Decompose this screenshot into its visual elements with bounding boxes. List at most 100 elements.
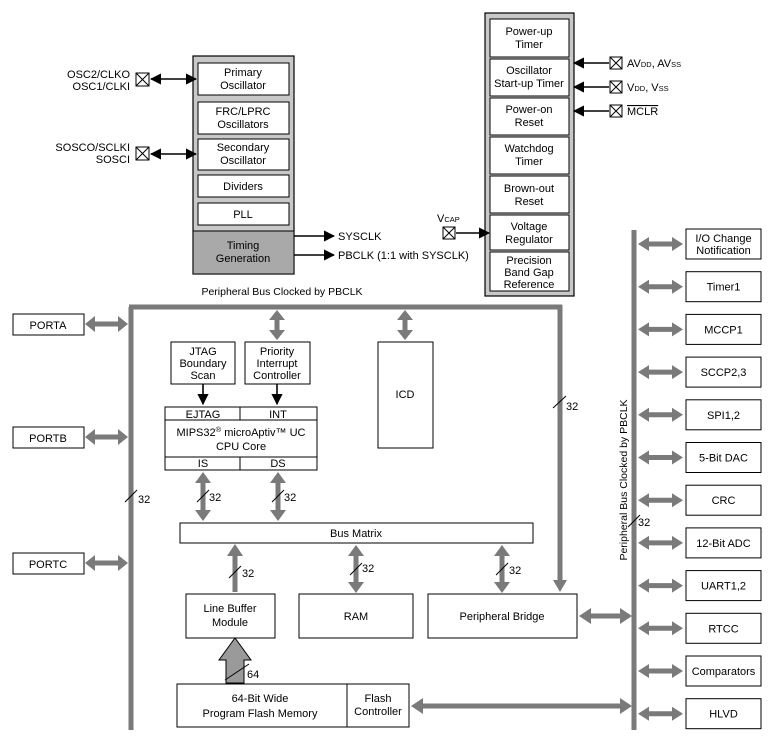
peripheral-box [685, 698, 762, 730]
flash-64bit-arrow [218, 637, 252, 684]
wdt-label-2: Timer [515, 156, 543, 168]
peripheral-label: SCCP2,3 [701, 367, 747, 379]
avdd-pin-icon [609, 56, 623, 70]
line-buffer-block: 32 Line Buffer Module [185, 544, 276, 639]
cpu-core-block: EJTAG INT MIPS32® microAptiv™ UC CPU Cor… [164, 406, 318, 471]
peripheral-box [685, 228, 762, 260]
interrupt-controller-block: Priority Interrupt Controller [244, 310, 311, 406]
secondary-oscillator-label-2: Oscillator [220, 155, 266, 167]
osc1-pin-label: OSC1/CLKI [73, 81, 130, 93]
pic-label: Priority [260, 346, 295, 358]
sosci-pin-label: SOSCI [96, 154, 130, 166]
peripheral-block: Timer1 [638, 271, 762, 303]
peripheral-box [685, 356, 762, 388]
primary-oscillator-label: Primary [224, 67, 262, 79]
peripheral-label: 12-Bit ADC [696, 538, 750, 550]
voltage-regulator-label-2: Regulator [505, 234, 553, 246]
peripheral-label: UART1,2 [701, 581, 746, 593]
line-buffer-label: Line Buffer [203, 603, 256, 615]
int-label: INT [269, 409, 287, 421]
peripheral-label: I/O Change [695, 233, 751, 245]
avdd-avss-label: AVDD, AVSS [627, 58, 681, 70]
bandgap-box [489, 251, 570, 292]
pic-label-2: Interrupt [257, 358, 298, 370]
por-label-2: Reset [515, 117, 544, 129]
osc2-pin-label: OSC2/CLKO [67, 69, 130, 81]
peripheral-box [685, 484, 762, 516]
peripheral-block: HLVD [638, 698, 762, 730]
peripheral-block: SPI1,2 [638, 399, 762, 431]
ram-width-label: 32 [362, 563, 374, 575]
line-buffer-label-2: Module [212, 617, 248, 629]
peripheral-block: Comparators [638, 655, 762, 687]
peripheral-block: 12-Bit ADC [638, 527, 762, 559]
peripheral-label: Comparators [692, 666, 756, 678]
osc-pin-icon [135, 72, 150, 87]
flash-label: 64-Bit Wide [232, 693, 289, 705]
peripheral-block: UART1,2 [638, 570, 762, 602]
bus-width-label: 32 [138, 494, 150, 506]
is-label: IS [198, 458, 208, 470]
pll-label: PLL [233, 209, 253, 221]
port-b-label: PORTB [29, 433, 67, 445]
peripheral-block: RTCC [638, 612, 762, 644]
flash-controller-label: Flash [365, 693, 392, 705]
bandgap-label: Precision [506, 255, 551, 267]
ost-label-2: Start-up Timer [494, 78, 564, 90]
wdt-box [489, 136, 570, 175]
secondary-oscillator-label: Secondary [217, 142, 270, 154]
sosco-pin-label: SOSCO/SCLKI [55, 142, 130, 154]
main-bus: 32 32 [124, 304, 578, 730]
port-a-block: PORTA [12, 313, 128, 336]
mclr-pin-icon [609, 104, 623, 118]
bridge-width-label: 32 [509, 565, 521, 577]
pic-label-3: Controller [253, 370, 301, 382]
peripheral-label: HLVD [709, 709, 738, 721]
peripheral-label: RTCC [708, 623, 738, 635]
flash-label-2: Program Flash Memory [203, 708, 318, 720]
icd-block: ICD [377, 310, 434, 449]
vdd-vss-label: VDD, VSS [627, 82, 669, 94]
pbclk-label: PBCLK (1:1 with SYSCLK) [338, 250, 469, 262]
jtag-label: JTAG [189, 346, 216, 358]
bor-label-2: Reset [515, 196, 544, 208]
bus-matrix-label: Bus Matrix [330, 528, 382, 540]
peripheral-label: 5-Bit DAC [699, 453, 748, 465]
peripheral-block: 5-Bit DAC [638, 442, 762, 473]
ds-width-label: 32 [284, 492, 296, 504]
ds-label: DS [270, 458, 285, 470]
frc-lprc-box [197, 101, 290, 135]
port-b-block: PORTB [12, 426, 128, 449]
peripheral-label: SPI1,2 [707, 410, 740, 422]
jtag-label-3: Scan [190, 370, 215, 382]
jtag-block: JTAG Boundary Scan [170, 341, 236, 406]
port-c-block: PORTC [12, 552, 128, 575]
cpu-core-label-2: CPU Core [216, 441, 266, 453]
peripheral-box [685, 570, 762, 602]
mclr-label: MCLR [627, 106, 658, 118]
dividers-box [197, 174, 290, 198]
por-label: Power-on [505, 104, 552, 116]
sosc-pin-icon [135, 146, 150, 161]
voltage-regulator-label: Voltage [511, 221, 548, 233]
right-bus-width-label: 32 [638, 517, 650, 529]
icd-label: ICD [396, 389, 415, 401]
por-box [489, 97, 570, 136]
peripheral-bridge-label: Peripheral Bridge [460, 611, 545, 623]
right-peripheral-bus: Peripheral Bus Clocked by PBCLK 32 [618, 230, 650, 730]
primary-oscillator-label-2: Oscillator [220, 80, 266, 92]
ram-label: RAM [344, 611, 368, 623]
clock-section: Primary Oscillator FRC/LPRC Oscillators … [55, 55, 469, 275]
peripheral-box [685, 612, 762, 644]
wdt-label: Watchdog [504, 143, 553, 155]
timing-generation-box [192, 230, 295, 275]
flash-width-label: 64 [247, 669, 259, 681]
ost-box [489, 58, 570, 97]
flash-controller-label-2: Controller [354, 706, 402, 718]
port-c-label: PORTC [29, 559, 67, 571]
peripheral-box [685, 399, 762, 431]
peripheral-box [685, 442, 762, 473]
bandgap-label-2: Band Gap [504, 267, 554, 279]
peripheral-list: I/O ChangeNotificationTimer1MCCP1SCCP2,3… [638, 228, 762, 730]
primary-oscillator-box [197, 62, 290, 96]
